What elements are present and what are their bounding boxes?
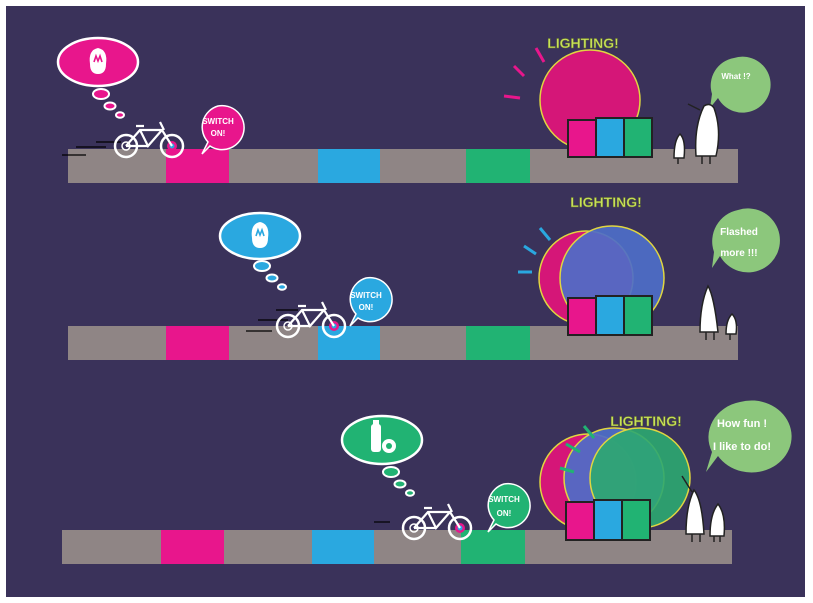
road-pad-pink (161, 530, 224, 564)
lighting-label: LIGHTING! (610, 413, 682, 429)
road-pad-green (466, 149, 530, 183)
speech-bubble: What !? (710, 57, 771, 113)
speech-text-line1: What !? (721, 72, 750, 81)
road-pad-green (461, 530, 525, 564)
person-figure (700, 286, 718, 340)
switch-label-line2: ON! (211, 129, 226, 138)
switch-on-bubble: SWITCH ON! (202, 106, 244, 154)
switch-label-line2: ON! (359, 303, 374, 312)
road-pad-blue (318, 149, 380, 183)
switch-label-line2: ON! (497, 509, 512, 518)
switch-label-line1: SWITCH (350, 291, 382, 300)
thought-bubble (58, 38, 138, 118)
speech-bubble: Flashed more !!! (712, 208, 780, 272)
speech-text-line1: Flashed (720, 227, 758, 238)
panel-1: SWITCH ON! LIGHTING! What !? (58, 35, 771, 183)
speech-bubble: How fun ! I like to do! (706, 400, 792, 472)
speech-text-line1: How fun ! (717, 418, 767, 430)
thought-bubble (342, 416, 422, 496)
lamp-panels (568, 118, 652, 157)
panel-2: SWITCH ON! LIGHTING! Flashed more !!! (68, 194, 780, 360)
thought-bubble (220, 213, 300, 290)
lightbulb-icon (90, 48, 107, 74)
lamp-panels (568, 296, 652, 335)
lightbulb-icon (252, 222, 269, 248)
illustration-background: SWITCH ON! LIGHTING! What !? (6, 6, 805, 597)
panel-3: SWITCH ON! LIGHTING! How fun ! I like to… (62, 400, 792, 564)
speech-text-line2: I like to do! (713, 441, 771, 453)
switch-label-line1: SWITCH (202, 117, 234, 126)
switch-on-bubble: SWITCH ON! (488, 484, 530, 532)
road-pad-pink (166, 326, 229, 360)
speech-text-line2: more !!! (720, 248, 757, 259)
switch-label-line1: SWITCH (488, 495, 520, 504)
lamp-panels (566, 500, 650, 540)
switch-on-bubble: SWITCH ON! (350, 278, 392, 326)
road-pad-blue (318, 326, 380, 360)
lighting-label: LIGHTING! (547, 35, 619, 51)
road-pad-blue (312, 530, 374, 564)
road-pad-pink (166, 149, 229, 183)
road-pad-green (466, 326, 530, 360)
child-figure (710, 504, 724, 542)
lighting-label: LIGHTING! (570, 194, 642, 210)
illustration-svg: SWITCH ON! LIGHTING! What !? (6, 6, 805, 597)
